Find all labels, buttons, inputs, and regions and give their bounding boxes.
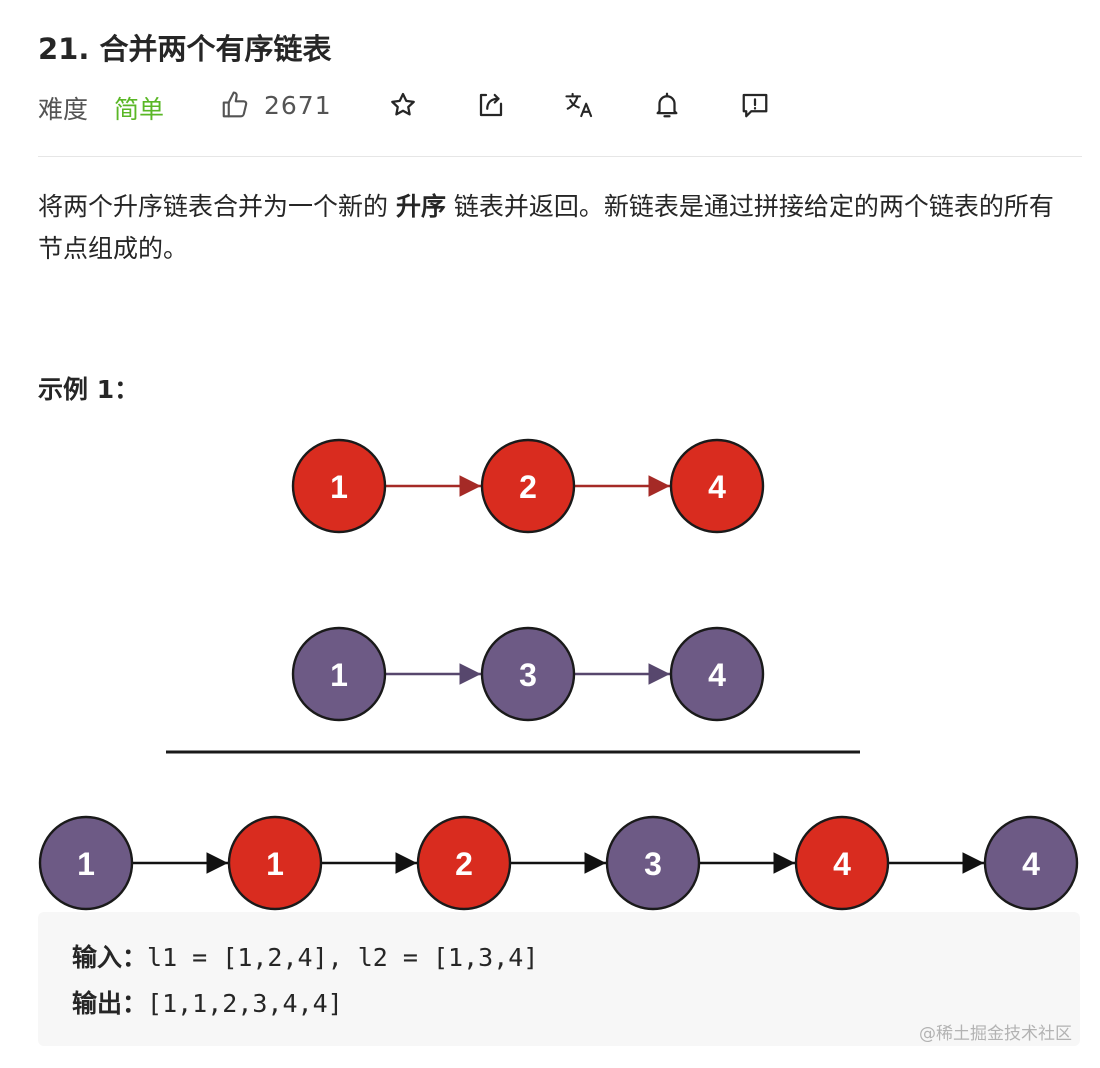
description-text-2: 链表并返回。新链表是通过拼接给定的两个链表的所有节点组成的。 [38,192,1054,263]
merged-node-5: 4 [794,815,890,911]
merged-node-circle [416,815,512,911]
list1-node-circle [291,438,387,534]
merged-node-label: 3 [644,846,662,882]
star-icon [391,92,415,116]
list2-node-label: 3 [519,657,537,693]
problem-description: 将两个升序链表合并为一个新的 升序 链表并返回。新链表是通过拼接给定的两个链表的… [38,186,1078,270]
list1-node-label: 1 [330,469,348,505]
list1-node-circle [480,438,576,534]
example-title: 示例 1： [38,375,140,404]
list1-node-2: 2 [480,438,576,534]
output-value: [1,1,2,3,4,4] [147,989,343,1018]
merged-node-circle [983,815,1079,911]
merged-node-label: 4 [1022,846,1040,882]
bell-icon [656,92,678,118]
feedback-icon [742,93,768,118]
problem-meta-bar: 难度 简单 2671 [38,86,798,126]
list1-node-1: 1 [291,438,387,534]
notify-button[interactable] [652,90,686,124]
difficulty-value: 简单 [114,95,165,124]
header-divider [38,156,1082,157]
merged-node-label: 1 [266,846,284,882]
merged-node-circle [38,815,134,911]
feedback-button[interactable] [740,90,774,124]
problem-title: 21. 合并两个有序链表 [38,32,332,66]
difficulty-label: 难度 [38,95,89,124]
watermark: @稀土掘金技术社区 [919,1024,1072,1044]
list2-node-3: 4 [669,626,765,722]
like-button[interactable]: 2671 [220,88,340,124]
list1-node-circle [669,438,765,534]
favorite-button[interactable] [388,90,422,124]
input-label: 输入： [72,943,148,972]
list2-node-circle [291,626,387,722]
merged-node-6: 4 [983,815,1079,911]
merged-node-label: 1 [77,846,95,882]
merged-node-label: 4 [833,846,851,882]
merged-node-label: 2 [455,846,473,882]
merged-node-4: 3 [605,815,701,911]
list1-node-label: 4 [708,469,726,505]
list2-node-label: 1 [330,657,348,693]
list2-node-1: 1 [291,626,387,722]
merged-node-circle [794,815,890,911]
description-text-1: 将两个升序链表合并为一个新的 [38,192,396,221]
share-icon [479,93,503,117]
input-value: l1 = [1,2,4], l2 = [1,3,4] [147,943,539,972]
output-label: 输出： [72,989,148,1018]
list2-node-circle [480,626,576,722]
description-bold-term: 升序 [395,192,446,221]
thumbs-up-icon [222,91,248,118]
list1-node-3: 4 [669,438,765,534]
merged-node-circle [605,815,701,911]
merged-node-1: 1 [38,815,134,911]
example-output-line: 输出：[1,1,2,3,4,4] [72,984,343,1020]
merged-node-2: 1 [227,815,323,911]
merged-node-circle [227,815,323,911]
linked-list-diagram: 1 2 4 1 3 4 1 1 2 3 4 4 [38,438,1079,911]
example-input-line: 输入：l1 = [1,2,4], l2 = [1,3,4] [72,938,538,974]
list2-node-circle [669,626,765,722]
like-count: 2671 [264,91,332,120]
translate-button[interactable] [564,90,598,124]
share-button[interactable] [476,90,510,124]
example-code-block: 输入：l1 = [1,2,4], l2 = [1,3,4] 输出：[1,1,2,… [38,912,1080,1046]
merged-node-3: 2 [416,815,512,911]
translate-icon [565,92,593,118]
list2-node-label: 4 [708,657,726,693]
list1-node-label: 2 [519,469,537,505]
list2-node-2: 3 [480,626,576,722]
